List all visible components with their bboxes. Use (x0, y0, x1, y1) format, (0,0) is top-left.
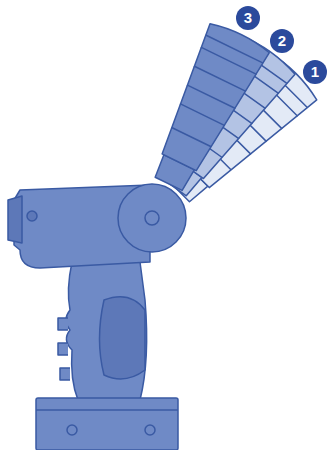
callout-number: 2 (270, 29, 294, 53)
head-position-3 (139, 20, 271, 198)
finger-grooves (58, 318, 70, 380)
pivot-joint (118, 184, 186, 252)
screw (67, 425, 77, 435)
grip (66, 262, 147, 400)
grip-panel (100, 297, 146, 379)
base (36, 398, 178, 450)
callout-number: 1 (303, 60, 327, 84)
callout-number: 3 (236, 6, 260, 30)
pivot-pin (145, 211, 159, 225)
rear-cap (8, 196, 22, 243)
screw (27, 211, 37, 221)
base-edge (36, 409, 178, 411)
screw (145, 425, 155, 435)
